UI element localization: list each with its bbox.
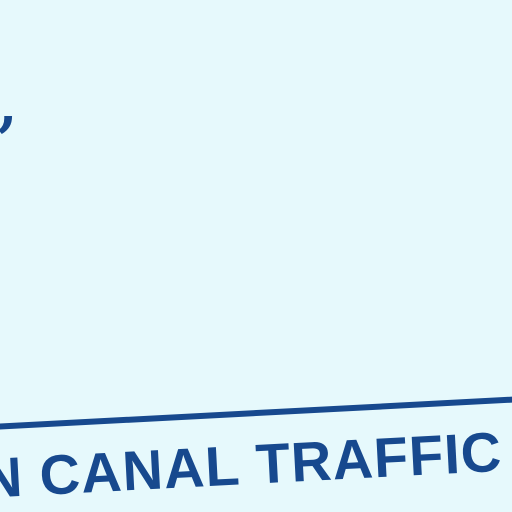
punctuation-fragment: , [0,78,18,134]
document-heading: N CANAL TRAFFIC [0,419,504,510]
